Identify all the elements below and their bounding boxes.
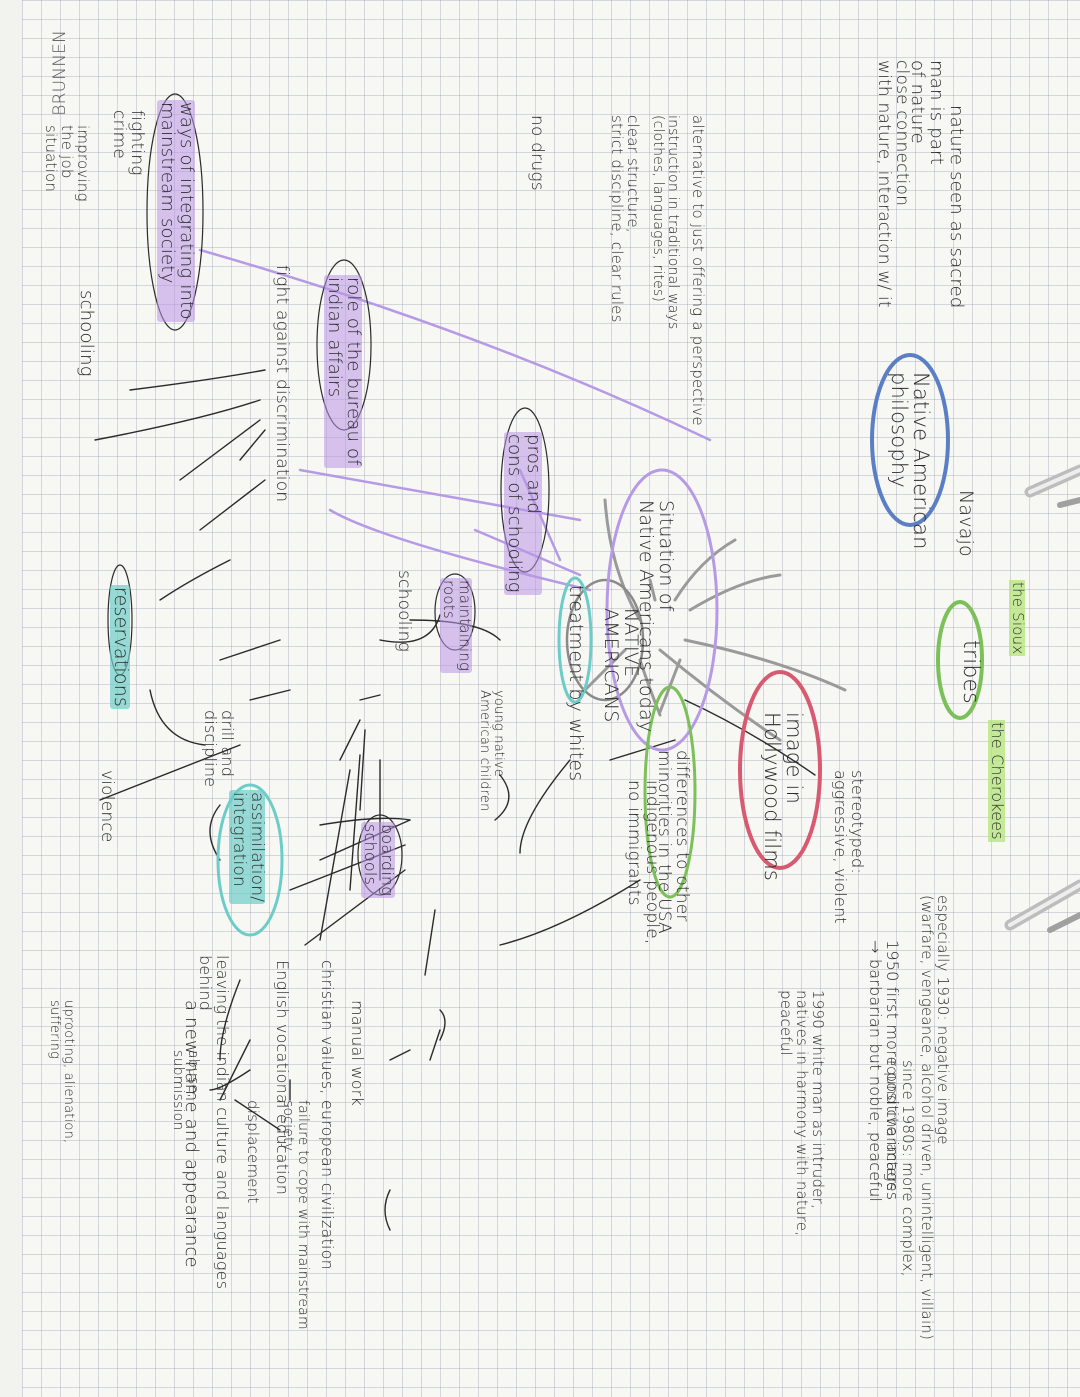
treatment-bubble (557, 576, 593, 704)
ink-links (94, 369, 816, 1231)
center-bubble (565, 578, 645, 702)
graph-paper (22, 0, 1080, 1397)
differences-bubble (643, 685, 697, 899)
ways-bubble (146, 93, 204, 331)
binder-ring-top (1024, 464, 1080, 508)
tribes-bubble (936, 600, 984, 720)
main-spokes (578, 498, 847, 742)
philosophy-bubble (870, 353, 950, 527)
image-bubble (738, 670, 822, 870)
situation-bubble (605, 468, 719, 752)
assimilation-bubble (216, 783, 284, 937)
binder-ring-bottom (1004, 879, 1080, 933)
